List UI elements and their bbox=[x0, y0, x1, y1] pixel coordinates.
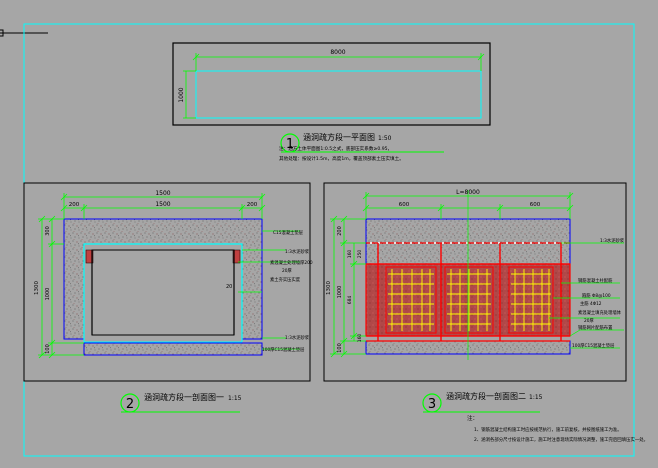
section-one-v-top: 300 bbox=[45, 226, 51, 236]
section-one-dim-left: 200 bbox=[69, 202, 80, 208]
section-two-annot-4b: 20厚 bbox=[584, 318, 594, 324]
section-one-annot-5: 100厚C15混凝土垫层 bbox=[262, 346, 305, 353]
section-one-bottom-slab bbox=[83, 342, 263, 356]
section-two-annot-2: 钢筋混凝土柱配筋 bbox=[578, 277, 613, 284]
section-one-number: 2 bbox=[126, 397, 134, 412]
section-one-red-block-left bbox=[85, 249, 94, 264]
section-two-dim-left: 600 bbox=[399, 202, 410, 208]
notes-heading: 注： bbox=[467, 414, 478, 422]
plan-scale: 1:50 bbox=[378, 135, 392, 142]
section-one-dim-right: 200 bbox=[247, 202, 258, 208]
section-one-leaders bbox=[238, 230, 300, 350]
section-one: 1500 200 1500 200 1300 300 1000 100 bbox=[23, 182, 313, 413]
section-one-frame bbox=[23, 182, 311, 382]
plan-dim-vertical bbox=[183, 70, 196, 119]
section-one-title: 涵洞疏方段一剖面图一 bbox=[144, 392, 224, 402]
section-two-v-d: 160 bbox=[357, 334, 363, 343]
section-two-v-c: 684 bbox=[347, 296, 353, 305]
section-one-v-bot: 100 bbox=[45, 344, 51, 354]
section-one-annot-2: 1:3水泥砂浆 bbox=[285, 248, 310, 255]
plan-dim-width: 1000 bbox=[178, 87, 185, 102]
section-two-annot-1: 1:3水泥砂浆 bbox=[600, 237, 625, 244]
plan-title: 涵洞疏方段一平面图 bbox=[303, 132, 375, 142]
section-two-annot-3a: 箍筋 Φ8@100 bbox=[582, 292, 611, 299]
section-two-cage-right bbox=[508, 266, 554, 334]
section-one-scale: 1:15 bbox=[228, 395, 242, 402]
plan-number: 1 bbox=[286, 137, 294, 152]
section-two-scale: 1:15 bbox=[529, 394, 543, 401]
section-two-dim-right: 600 bbox=[530, 202, 541, 208]
section-two-posts bbox=[377, 243, 562, 341]
section-one-red-block-right bbox=[232, 249, 241, 264]
section-one-dim-mid: 1500 bbox=[155, 201, 170, 208]
section-two-v-bot: 100 bbox=[337, 343, 343, 353]
section-two-cage-mid bbox=[444, 266, 494, 334]
section-one-liner bbox=[83, 243, 243, 342]
section-one-cavity bbox=[91, 249, 235, 336]
section-one-v-mid: 1000 bbox=[45, 288, 51, 301]
section-one-label-20: 20 bbox=[226, 284, 232, 290]
section-two-cage-left bbox=[385, 266, 437, 334]
section-one-annot-3a: 素混凝土处理墙厚200 bbox=[270, 259, 313, 266]
section-two-dim-total: L=8000 bbox=[456, 189, 480, 196]
plan-dim-length: 8000 bbox=[330, 49, 345, 56]
plan-outer-rect bbox=[172, 42, 491, 126]
section-two-v-top: 200 bbox=[337, 226, 343, 236]
section-two-dim-left-side bbox=[330, 215, 366, 358]
section-two-v-b: 250 bbox=[357, 250, 363, 259]
section-two-number: 3 bbox=[428, 397, 436, 412]
section-one-v-total: 1300 bbox=[34, 281, 40, 295]
section-one-dim-left-side bbox=[38, 215, 84, 359]
section-two-dim-top bbox=[362, 192, 574, 219]
section-two-annot-5: 钢筋网片配筋布置 bbox=[578, 324, 613, 331]
section-one-annot-3c: 素土夯实压实度 bbox=[270, 276, 301, 283]
plan-view: 8000 1000 1 涵洞疏方段一平面图 1:50 注：涵方土体平面图1:0.… bbox=[172, 42, 491, 162]
section-one-annot-3b: 20厚 bbox=[282, 268, 292, 274]
section-two-v-total: 1300 bbox=[326, 281, 332, 295]
general-notes: 注： 1、钢筋混凝土结构施工时应按规范执行，施工前复核，并按图纸施工为准。 2、… bbox=[467, 414, 648, 443]
section-two-title: 涵洞疏方段一剖面图二 bbox=[446, 391, 526, 401]
section-two-annot-4a: 素混凝土填充处理墙体 bbox=[578, 309, 622, 316]
section-two-v-mid: 1000 bbox=[337, 286, 343, 299]
section-two-annot-6: 100厚C15混凝土垫层 bbox=[572, 342, 615, 349]
section-two-frame bbox=[323, 182, 627, 382]
section-two-leaders bbox=[549, 242, 624, 349]
notes-line-1: 1、钢筋混凝土结构施工时应按规范执行，施工前复核，并按图纸施工为准。 bbox=[474, 426, 622, 433]
plan-dim-horizontal bbox=[192, 53, 485, 71]
section-one-dim-top bbox=[60, 193, 266, 219]
notes-line-2: 2、涵洞各部分尺寸按设计施工，施工时注意现场实际情况调整，施工完后回填压实一处。 bbox=[474, 436, 648, 443]
section-one-dim-total: 1500 bbox=[155, 190, 170, 197]
plan-inner-rect bbox=[195, 70, 482, 119]
plan-note-2: 其他处理：按设计1.5m，高度1m，覆盖顶部素土压实填土。 bbox=[279, 155, 404, 162]
section-two: L=8000 600 600 1300 200 1000 100 160 bbox=[323, 182, 627, 413]
section-two-v-a: 160 bbox=[347, 250, 353, 259]
plan-note-1: 注：涵方土体平面图1:0.5之式，底部压实系数≥0.95， bbox=[279, 145, 392, 152]
section-two-annot-3b: 主筋 4Φ12 bbox=[580, 300, 602, 307]
section-one-annot-1: C15混凝土垫层 bbox=[273, 229, 304, 236]
section-one-annot-4: 1:3水泥砂浆 bbox=[285, 334, 310, 341]
